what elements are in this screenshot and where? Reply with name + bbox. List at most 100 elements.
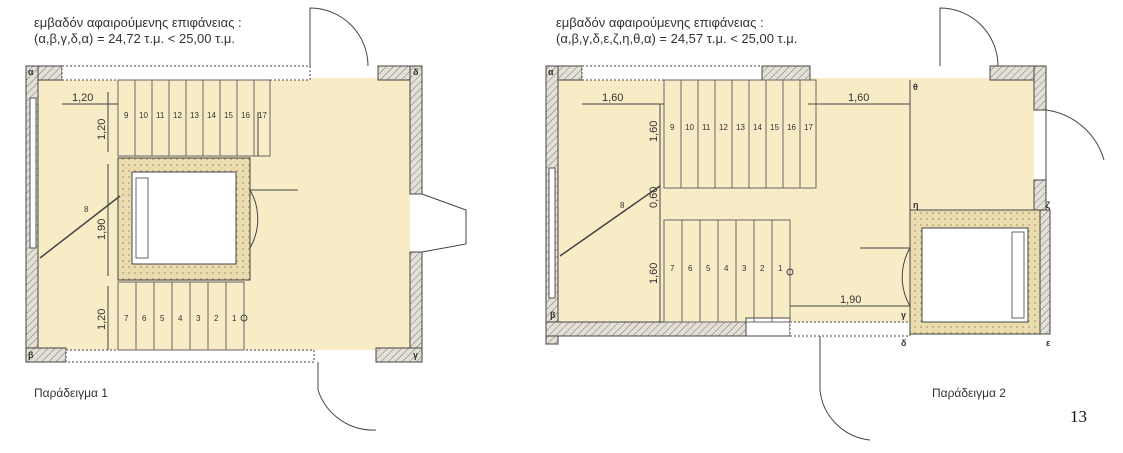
step-number: 13: [190, 111, 199, 120]
example2-door-top-swing: [939, 7, 999, 67]
example1-landing-diagonal: [39, 195, 121, 259]
example1-wall-top-opening: [61, 65, 311, 81]
example2-plan: 1,60 1,60 1,60 0,60 1,60 1,90 9 10 11 12…: [545, 7, 1105, 441]
example1-elevator-door-swing: [249, 189, 259, 249]
example2-stair-upper: [663, 79, 817, 189]
example2-corner-theta: θ: [913, 82, 918, 92]
example2-wall-bottom-column: [745, 317, 791, 337]
example2-wall-right-mid: [1033, 179, 1047, 211]
example2-wall-bottom-left: [545, 321, 747, 337]
step-number: 3: [196, 314, 201, 323]
example1-label: Παράδειγμα 1: [34, 386, 108, 400]
step-number: 13: [736, 123, 745, 132]
example1-step-numbers-upper: 9 10 11 12 13 14 15 16 17: [124, 111, 267, 120]
example2-caption-line1: εμβαδόν αφαιρούμενης επιφάνειας :: [556, 15, 764, 30]
page-number: 13: [1070, 407, 1087, 426]
example1-caption-line1: εμβαδόν αφαιρούμενης επιφάνειας :: [34, 15, 242, 30]
step-number: 17: [804, 123, 813, 132]
example2-corner-beta: β: [550, 310, 556, 320]
example1-door-top-swing: [309, 7, 369, 67]
example1-dim-3: 1,90: [96, 219, 108, 240]
step-number: 5: [160, 314, 165, 323]
example1-wall-bottom-opening: [65, 349, 315, 363]
example2-wall-right-lower: [1039, 209, 1051, 335]
example2-wall-bottom-opening: [789, 321, 911, 337]
step-number: 14: [753, 123, 762, 132]
example2-dim-5: 1,60: [648, 263, 660, 284]
step-number: 10: [685, 123, 694, 132]
example1-wall-bottom-right: [375, 347, 423, 363]
step-number: 2: [760, 264, 765, 273]
step-number: 15: [224, 111, 233, 120]
example2-wall-right-upper: [1033, 65, 1047, 111]
example1-dim-4: 1,20: [96, 309, 108, 330]
step-number: 2: [214, 314, 219, 323]
example2-corner-alpha: α: [548, 67, 554, 77]
example2-dim-2: 1,60: [848, 92, 869, 104]
example2-elevator-cabin: [921, 227, 1029, 323]
example1-plan: 1,20 1,20 1,90 1,20 9 10 11 12 13 14 15 …: [25, 7, 467, 431]
example1-stair-lower: [117, 281, 245, 351]
step-number: 1: [778, 264, 783, 273]
example2-landing-diagonal: [559, 185, 661, 257]
step-number: 15: [770, 123, 779, 132]
example2-door-right-swing: [1045, 109, 1105, 180]
example2-dim-4: 0,60: [648, 187, 660, 208]
step-number: 12: [719, 123, 728, 132]
step-number: 3: [742, 264, 747, 273]
step-number: 17: [258, 111, 267, 120]
step-number: 14: [207, 111, 216, 120]
example1-elevator-cabin: [131, 171, 237, 265]
example2-corner-gamma: γ: [901, 310, 906, 320]
example2-wall-top-mid: [761, 65, 811, 81]
example1-corner-alpha: α: [28, 67, 34, 77]
example2-corner-eta: η: [913, 200, 919, 210]
step-number: 16: [787, 123, 796, 132]
step-number: 6: [688, 264, 693, 273]
step-number: 1: [232, 314, 237, 323]
example1-stair-upper: [117, 79, 271, 157]
step-number: 6: [142, 314, 147, 323]
step-number: 11: [702, 123, 711, 132]
step-number: 12: [173, 111, 182, 120]
example2-corner-epsilon: ε: [1046, 338, 1051, 348]
example2-door-bottom-swing: [819, 336, 871, 441]
example1-caption-line2: (α,β,γ,δ,α) = 24,72 τ.μ. < 25,00 τ.μ.: [34, 31, 235, 46]
step-number: 9: [670, 123, 675, 132]
example1-wall-right-lower: [409, 251, 423, 363]
example2-caption-line2: (α,β,γ,δ,ε,ζ,η,θ,α) = 24,57 τ.μ. < 25,00…: [556, 31, 798, 46]
example2-corner-delta: δ: [901, 338, 907, 348]
example2-dim-6: 1,90: [840, 294, 861, 306]
step-number: 4: [178, 314, 183, 323]
step-number: 7: [124, 314, 129, 323]
example2-landing-step: 8: [620, 201, 625, 210]
example2-window: [548, 167, 556, 299]
example2-step-numbers-lower: 7 6 5 4 3 2 1: [670, 264, 783, 273]
example1-door-bottom-swing: [317, 362, 377, 431]
example2-label: Παράδειγμα 2: [932, 386, 1006, 400]
example1-corner-delta: δ: [413, 67, 419, 77]
example2-cabin-inner: [1011, 231, 1025, 319]
step-number: 5: [706, 264, 711, 273]
example1-door-right: [421, 193, 467, 253]
example2-dim-3: 1,60: [648, 121, 660, 142]
example2-step-numbers-upper: 9 10 11 12 13 14 15 16 17: [670, 123, 813, 132]
example2-elevator-door-swing: [901, 247, 911, 307]
example1-landing-step: 8: [84, 205, 89, 214]
example1-cabin-inner: [135, 177, 149, 259]
example1-wall-right-upper: [409, 65, 423, 195]
example1-dim-1: 1,20: [72, 92, 93, 104]
step-number: 11: [156, 111, 165, 120]
step-number: 10: [139, 111, 148, 120]
example1-window: [29, 97, 37, 249]
example1-step-numbers-lower: 7 6 5 4 3 2 1: [124, 314, 237, 323]
step-number: 9: [124, 111, 129, 120]
step-number: 16: [241, 111, 250, 120]
example2-corner-zeta: ζ: [1046, 200, 1050, 210]
example2-dim-1: 1,60: [602, 92, 623, 104]
step-number: 4: [724, 264, 729, 273]
example2-stair-lower: [663, 219, 791, 323]
example1-corner-gamma: γ: [413, 350, 418, 360]
example1-corner-beta: β: [28, 350, 34, 360]
